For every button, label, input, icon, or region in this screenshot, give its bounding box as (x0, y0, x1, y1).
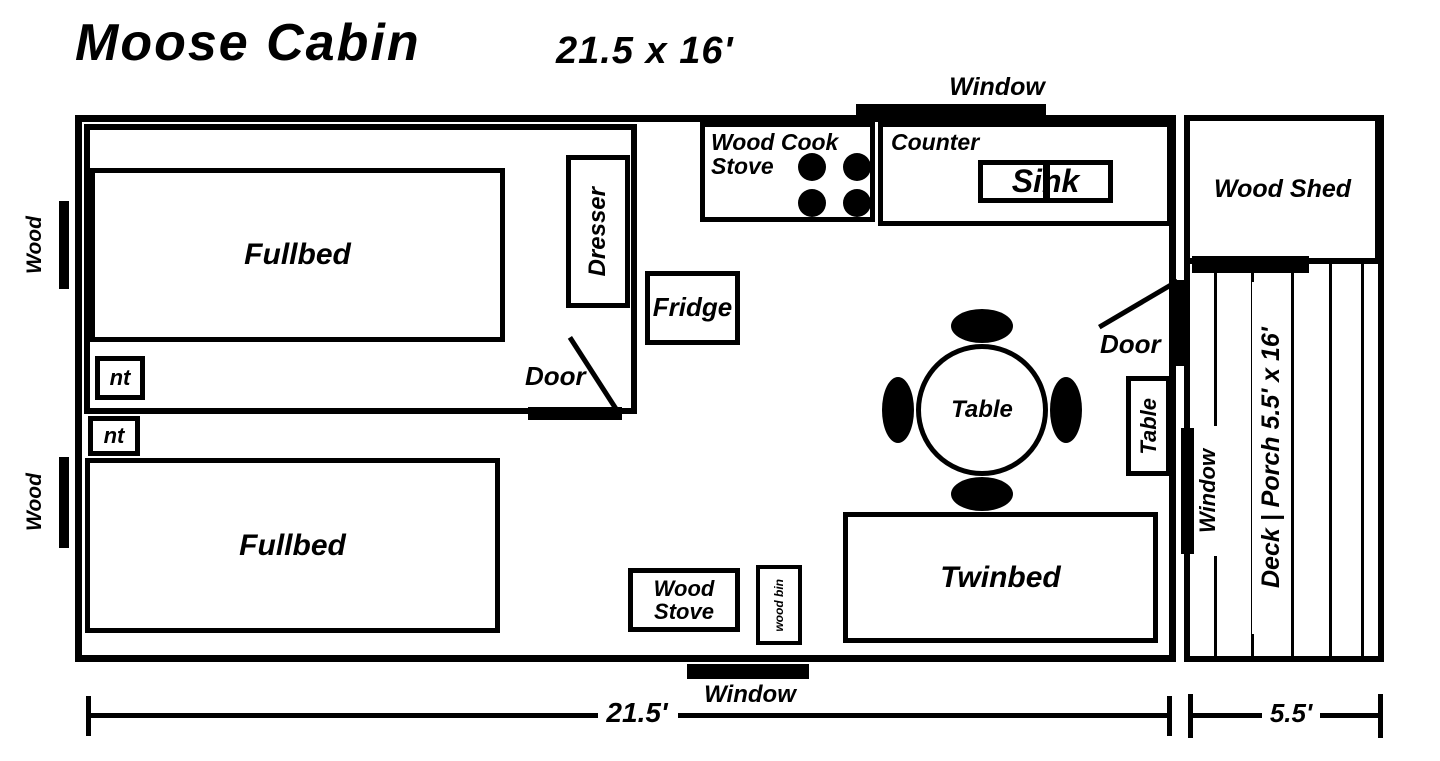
bedroom-door-label: Door (525, 361, 586, 391)
side-table: Table (1126, 376, 1171, 476)
dresser: Dresser (566, 155, 630, 308)
dimension-line-deck (1320, 713, 1378, 718)
chair-icon (882, 377, 914, 443)
fridge-label: Fridge (652, 292, 733, 323)
bedroom-door-threshold (528, 407, 622, 420)
wood-shed-label: Wood Shed (1213, 175, 1352, 204)
twinbed: Twinbed (843, 512, 1158, 643)
wood-shed: Wood Shed (1184, 115, 1381, 264)
sink: Sink (978, 160, 1113, 203)
dining-table-label: Table (951, 396, 1013, 424)
deck-width-dimension: 5.5' (1269, 698, 1313, 728)
fullbed-lower: Fullbed (85, 458, 500, 633)
wood-pile-lower-label: Wood (22, 473, 46, 532)
wood-pile-lower-bar (59, 457, 69, 548)
fullbed-upper: Fullbed (90, 168, 505, 342)
dimension-tick (1378, 694, 1383, 738)
wood-stove-label: Wood Stove (653, 575, 715, 624)
nightstand-lower: nt (88, 416, 140, 456)
wood-pile-upper-bar (59, 201, 69, 289)
bedroom-outline (84, 124, 637, 414)
chair-icon (1050, 377, 1082, 443)
wood-cook-stove: Wood Cook Stove (700, 122, 875, 222)
window-bottom-bar (687, 664, 809, 679)
entry-door-label: Door (1100, 329, 1161, 359)
dimension-line-cabin (90, 713, 598, 718)
fridge: Fridge (645, 271, 740, 345)
window-bottom-label: Window (704, 681, 796, 708)
dimension-line-deck (1192, 713, 1262, 718)
deck-board-line (1329, 249, 1332, 656)
sink-label: Sink (1011, 162, 1080, 199)
chair-icon (951, 477, 1013, 511)
wood-stove: Wood Stove (628, 568, 740, 632)
fullbed-upper-label: Fullbed (244, 238, 351, 272)
window-right-bar (1181, 428, 1194, 554)
fullbed-lower-label: Fullbed (239, 528, 346, 562)
chair-icon (951, 309, 1013, 343)
window-right-label: Window (1194, 426, 1221, 556)
burner-icon (798, 153, 826, 181)
shed-step-bar (1192, 256, 1309, 273)
wood-pile-upper-label: Wood (22, 216, 46, 274)
page-title: Moose Cabin (75, 14, 421, 72)
wood-bin-label: wood bin (771, 578, 786, 632)
wood-cook-stove-label: Wood Cook Stove (711, 129, 839, 180)
dimension-tick (86, 696, 91, 736)
window-top-label: Window (949, 73, 1045, 101)
dimension-tick (1188, 694, 1193, 738)
dresser-label: Dresser (584, 186, 612, 277)
dining-table: Table (916, 344, 1048, 476)
sink-divider (1043, 160, 1050, 203)
burner-icon (843, 153, 871, 181)
dimension-line-cabin (678, 713, 1167, 718)
deck-board-line (1291, 249, 1294, 656)
entry-door-bar (1174, 280, 1188, 366)
window-top-bar (856, 104, 1046, 118)
burner-icon (798, 189, 826, 217)
cabin-width-dimension: 21.5' (606, 697, 668, 728)
deck-porch-label: Deck | Porch 5.5' x 16' (1252, 282, 1290, 634)
burner-icon (843, 189, 871, 217)
side-table-label: Table (1135, 397, 1161, 455)
nightstand-lower-label: nt (103, 423, 125, 449)
wood-bin: wood bin (756, 565, 802, 645)
cabin-outline (75, 115, 1176, 662)
page-title-size: 21.5 x 16' (556, 30, 734, 72)
twinbed-label: Twinbed (940, 560, 1061, 594)
counter-label: Counter (891, 129, 980, 155)
nightstand-upper-label: nt (109, 365, 131, 391)
deck-board-line (1361, 249, 1364, 656)
nightstand-upper: nt (95, 356, 145, 400)
dimension-tick (1167, 696, 1172, 736)
